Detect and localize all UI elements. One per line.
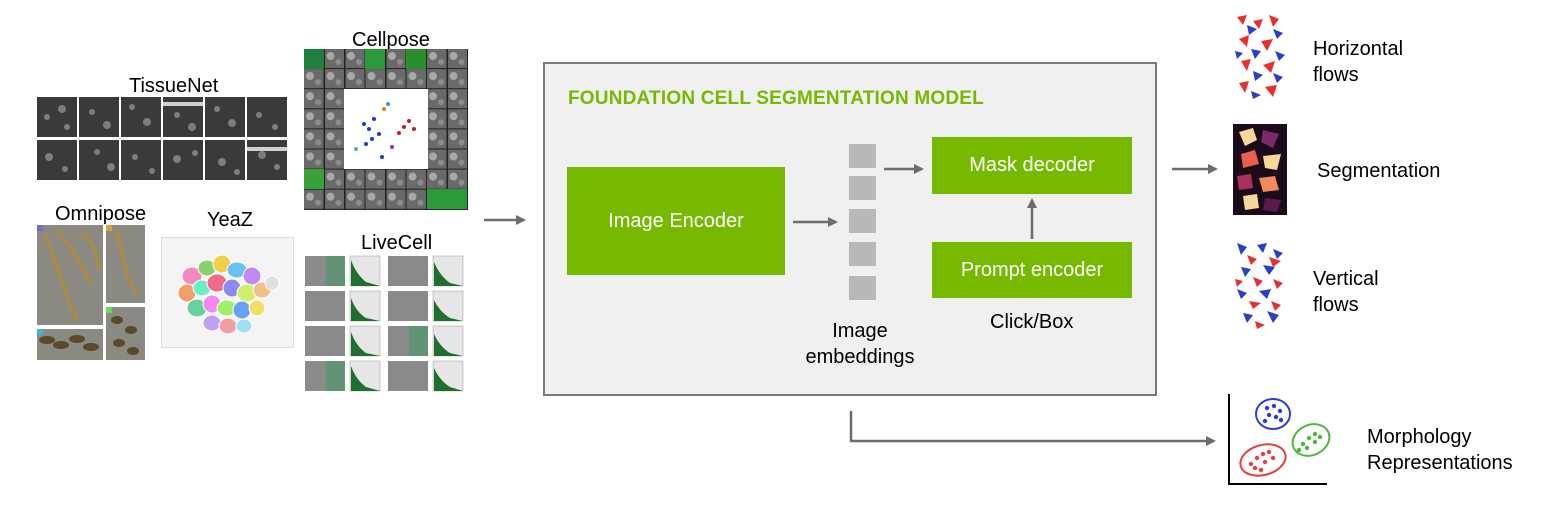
vertical-flows-image — [1233, 239, 1287, 330]
model-to-morphology-arrow — [849, 411, 1216, 446]
embedding-block — [849, 144, 876, 168]
horizontal-flows-label-line1: Horizontal — [1313, 38, 1404, 60]
livecell-image — [300, 254, 470, 394]
vertical-flows-label-line2: flows — [1313, 294, 1359, 316]
click-box-label: Click/Box — [990, 311, 1074, 333]
cellpose-label: Cellpose — [352, 29, 430, 51]
morphology-label: Morphology Representations — [1367, 424, 1513, 476]
tissuenet-image — [37, 97, 289, 181]
livecell-label: LiveCell — [361, 232, 433, 254]
image-encoder-label: Image Encoder — [608, 209, 744, 232]
embeddings-label: Image embeddings — [800, 318, 920, 370]
morphology-scatter-image — [1225, 392, 1331, 488]
vertical-flows-label-line1: Vertical — [1313, 268, 1379, 290]
morphology-label-line2: Representations — [1367, 452, 1513, 474]
horizontal-flows-label-line2: flows — [1313, 64, 1359, 86]
embedding-block — [849, 209, 876, 233]
model-title: FOUNDATION CELL SEGMENTATION MODEL — [568, 88, 984, 109]
horizontal-flows-label: Horizontal flows — [1313, 36, 1403, 88]
embeddings-label-line1: Image — [832, 320, 888, 342]
image-encoder-box: Image Encoder — [567, 167, 785, 275]
tissuenet-label: TissueNet — [129, 75, 219, 97]
embedding-block — [849, 276, 876, 300]
mask-decoder-label: Mask decoder — [969, 154, 1095, 176]
mask-decoder-box: Mask decoder — [932, 137, 1132, 194]
embeddings-label-line2: embeddings — [805, 346, 915, 368]
vertical-flows-label: Vertical flows — [1313, 266, 1379, 318]
embedding-block — [849, 242, 876, 266]
prompt-encoder-label: Prompt encoder — [960, 258, 1104, 281]
morphology-label-line1: Morphology — [1367, 426, 1472, 448]
embedding-block — [849, 176, 876, 200]
omnipose-label: Omnipose — [55, 203, 147, 225]
omnipose-image — [37, 225, 145, 360]
segmentation-image — [1233, 124, 1287, 215]
cellpose-image — [304, 49, 468, 210]
segmentation-label: Segmentation — [1317, 160, 1441, 182]
yeaz-label: YeaZ — [207, 209, 253, 231]
horizontal-flows-image — [1233, 11, 1287, 100]
prompt-encoder-box: Prompt encoder — [932, 242, 1132, 298]
yeaz-image — [161, 237, 294, 348]
